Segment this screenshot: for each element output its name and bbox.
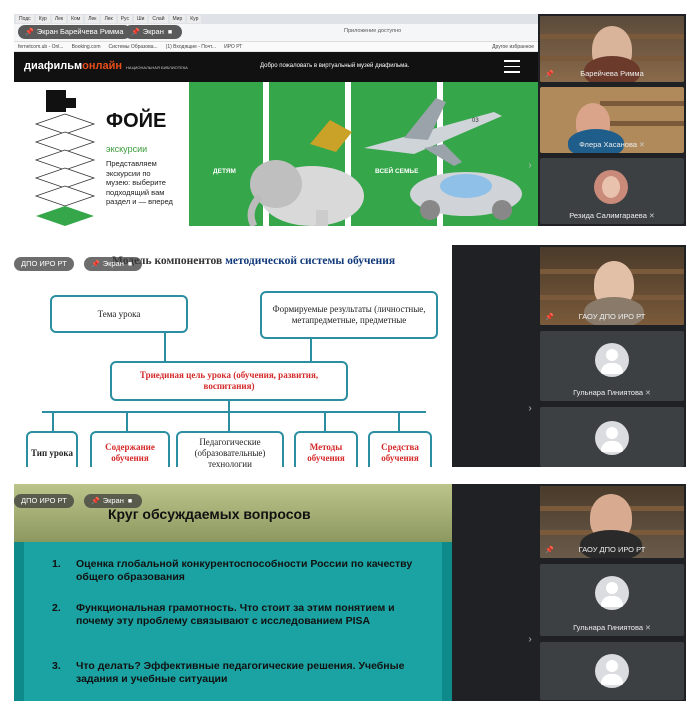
welcome-text: Добро пожаловать в виртуальный музей диа…: [260, 63, 410, 69]
participant-name: ГАОУ ДПО ИРО РТ: [578, 312, 646, 321]
box-topic: Тема урока: [50, 295, 188, 333]
page-description: Представляем экскурсии по музею: выберит…: [106, 159, 173, 206]
video-panel-2: Модель компонентов методической системы …: [14, 245, 686, 467]
participant-sidebar: › 📌 ГАОУ ДПО ИРО РТ Гульнара Гиниятова✕: [528, 245, 686, 467]
participant-tile[interactable]: [540, 407, 684, 467]
participant-tile[interactable]: 📌 Барейчева Римма: [540, 16, 684, 82]
presenter-chip[interactable]: ДПО ИРО РТ: [14, 494, 74, 508]
bookmark[interactable]: Системы Образова...: [108, 44, 158, 50]
participant-sidebar: › 📌 ГАОУ ДПО ИРО РТ Гульнара Гиниятова✕: [528, 484, 686, 701]
bookmark-other[interactable]: Другое избранное: [492, 44, 534, 50]
participant-sidebar: › 📌 Барейчева Римма Флера Хасанова✕ Рези…: [528, 14, 686, 226]
browser-tab[interactable]: Лек: [85, 15, 100, 23]
browser-tab[interactable]: Слай: [149, 15, 168, 23]
participant-name: Флера Хасанова: [579, 140, 638, 149]
mic-muted-icon: ✕: [645, 390, 651, 397]
shared-screen-browser: Подс Кур Лек Ком Лек Лек Рус Ши Слай Мир…: [14, 14, 538, 226]
participant-tile[interactable]: Гульнара Гиниятова✕: [540, 331, 684, 401]
presenter-chip[interactable]: 📌Экран Барейчева Римма: [18, 25, 131, 39]
participant-tile[interactable]: 📌 ГАОУ ДПО ИРО РТ: [540, 247, 684, 325]
participant-name: Барейчева Римма: [580, 69, 644, 78]
chevron-right-icon[interactable]: ›: [528, 160, 532, 171]
participant-tile[interactable]: Флера Хасанова✕: [540, 87, 684, 153]
screen-chip[interactable]: 📌Экран■: [84, 494, 143, 508]
mic-muted-icon: ✕: [639, 142, 645, 149]
box-methods: Методы обучения: [294, 431, 358, 467]
screen-chip[interactable]: 📌Экран■: [84, 257, 143, 271]
browser-tab[interactable]: Мир: [169, 15, 186, 23]
box-content: Содержание обучения: [90, 431, 170, 467]
video-panel-1: Подс Кур Лек Ком Лек Лек Рус Ши Слай Мир…: [14, 14, 686, 226]
video-panel-3: Круг обсуждаемых вопросов 1.Оценка глоба…: [14, 484, 686, 701]
participant-name: ГАОУ ДПО ИРО РТ: [578, 545, 646, 554]
bookmark[interactable]: ИРО РТ: [224, 44, 243, 50]
pin-icon: 📌: [91, 261, 100, 268]
mic-muted-icon: ✕: [645, 625, 651, 632]
pin-icon: 📌: [131, 29, 140, 36]
browser-tab[interactable]: Лек: [101, 15, 116, 23]
browser-tab[interactable]: Кур: [187, 15, 202, 23]
presenter-chip[interactable]: ДПО ИРО РТ: [14, 257, 74, 271]
address-bar-hint: Приложение доступно: [344, 28, 402, 34]
pin-icon: 📌: [545, 314, 554, 321]
vehicle-illustration: [410, 172, 522, 220]
browser-tab[interactable]: Рус: [117, 15, 132, 23]
browser-tab[interactable]: Ши: [134, 15, 148, 23]
participant-tile[interactable]: Резида Салимгараева✕: [540, 158, 684, 224]
browser-tab[interactable]: Подс: [16, 15, 34, 23]
participant-tile[interactable]: 📌 ГАОУ ДПО ИРО РТ: [540, 486, 684, 558]
browser-tab[interactable]: Лек: [51, 15, 67, 23]
chevron-right-icon[interactable]: ›: [528, 403, 532, 414]
slide-title: Круг обсуждаемых вопросов: [108, 506, 311, 522]
pin-icon: 📌: [25, 29, 34, 36]
page-subheading: экскурсии: [106, 144, 148, 154]
screen-chip[interactable]: 📌Экран■: [124, 25, 183, 39]
bookmark[interactable]: Booking.com: [71, 44, 101, 50]
bookmarks-bar: fernetcom.ub - Onl... Booking.com Систем…: [14, 42, 538, 52]
avatar: [595, 421, 629, 455]
pin-icon: 📌: [545, 547, 554, 554]
browser-tab[interactable]: Ком: [68, 15, 84, 23]
pin-icon: 📌: [91, 498, 100, 505]
participant-tile[interactable]: [540, 642, 684, 700]
avatar: [595, 654, 629, 688]
page-heading: ФОЙЕ: [106, 110, 167, 132]
browser-tab-bar: Подс Кур Лек Ком Лек Лек Рус Ши Слай Мир…: [14, 14, 538, 24]
slide-title: Модель компонентов методической системы …: [112, 255, 396, 267]
elephant-illustration: [247, 160, 364, 226]
knight-illustration: [310, 120, 352, 152]
avatar: [594, 170, 628, 204]
bookmark[interactable]: fernetcom.ub - Onl...: [18, 44, 64, 50]
chevron-right-icon[interactable]: ›: [528, 634, 532, 645]
shared-screen-slide: Модель компонентов методической системы …: [14, 245, 452, 467]
browser-tab[interactable]: Кур: [35, 15, 50, 23]
svg-text:03: 03: [472, 118, 479, 124]
avatar: [595, 576, 629, 610]
camera-icon: ■: [127, 498, 133, 505]
bookmark[interactable]: (1) Входящие - Почт...: [165, 44, 217, 50]
participant-name: Резида Салимгараева: [569, 211, 647, 220]
hamburger-menu-icon[interactable]: [504, 60, 520, 77]
box-goal: Триединая цель урока (обучения, развития…: [110, 361, 348, 401]
participant-tile[interactable]: Гульнара Гиниятова✕: [540, 564, 684, 636]
shared-screen-slide: Круг обсуждаемых вопросов 1.Оценка глоба…: [14, 484, 452, 701]
participant-name: Гульнара Гиниятова: [573, 623, 644, 632]
layers-illustration: [34, 90, 96, 226]
box-means: Средства обучения: [368, 431, 432, 467]
tile-children[interactable]: ДЕТЯМ: [189, 82, 263, 226]
slide-body: 1.Оценка глобальной конкурентоспособност…: [24, 542, 442, 701]
pin-icon: 📌: [545, 71, 554, 78]
participant-name: Гульнара Гиниятова: [573, 388, 644, 397]
box-type: Тип урока: [26, 431, 78, 467]
airplane-illustration: 03: [364, 98, 502, 166]
mic-muted-icon: ✕: [648, 213, 655, 220]
box-technologies: Педагогические (образовательные) техноло…: [176, 431, 284, 467]
camera-icon: ■: [167, 29, 173, 36]
camera-icon: ■: [127, 261, 133, 268]
avatar: [595, 343, 629, 377]
box-results: Формируемые результаты (личностные, мета…: [260, 291, 438, 339]
